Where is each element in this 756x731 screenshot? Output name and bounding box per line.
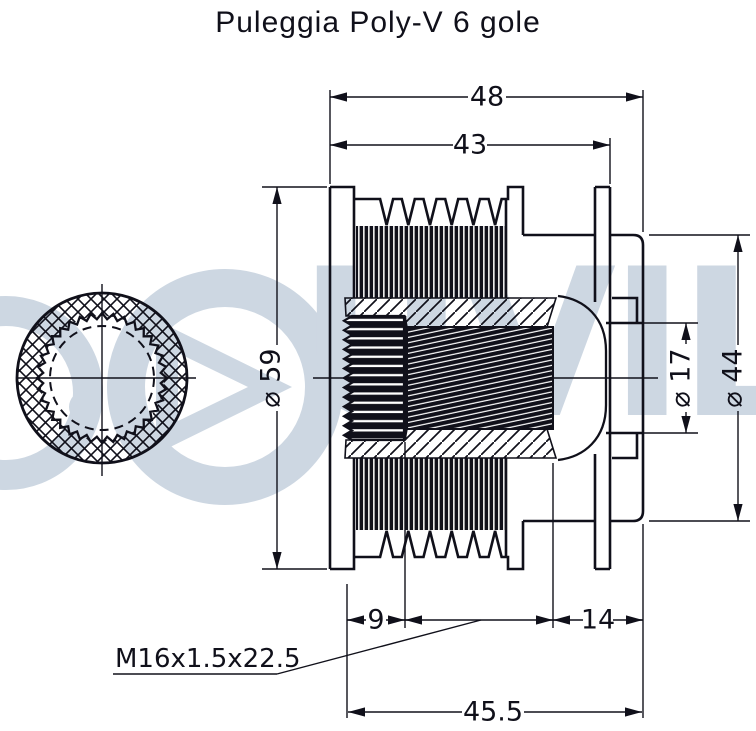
dim-label-serration-length: 9 (367, 604, 385, 636)
dim-label-overall-width: 48 (469, 81, 505, 113)
dim-label-flange-width: 43 (452, 129, 488, 161)
drawing-title: Puleggia Poly-V 6 gole (215, 6, 541, 39)
front-view (15, 284, 196, 476)
thread-leader-line (113, 619, 482, 675)
dim-label-body-length: 45.5 (462, 696, 524, 728)
dim-label-hub-offset: 14 (580, 604, 616, 636)
dim-label-bore-diameter: ⌀ 17 (665, 348, 697, 408)
dim-label-thread-spec: M16x1.5x22.5 (115, 644, 301, 674)
dimension-lines (113, 90, 750, 718)
serration-section (341, 314, 406, 442)
dim-label-pulley-diameter: ⌀ 59 (255, 348, 287, 408)
side-view (313, 185, 658, 571)
dim-label-hub-diameter: ⌀ 44 (717, 348, 749, 408)
thread-section (406, 326, 554, 430)
part-outline (328, 185, 645, 571)
groove-section-lower (356, 458, 506, 530)
groove-section-upper (356, 226, 506, 298)
front-centerlines (18, 284, 196, 476)
